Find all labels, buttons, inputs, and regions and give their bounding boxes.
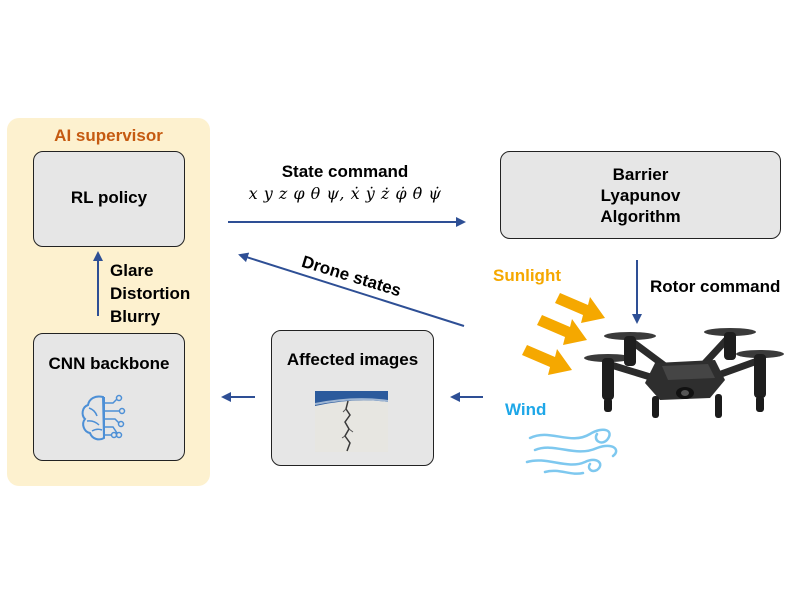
affected-images-label: Affected images — [286, 350, 419, 369]
barrier-lyapunov-box — [500, 151, 781, 239]
image-artifacts-list: Glare Distortion Blurry — [110, 259, 190, 328]
ai-supervisor-title: AI supervisor — [54, 126, 163, 145]
barrier-line-1: Barrier — [612, 165, 669, 184]
state-command-label: State command — [281, 162, 409, 181]
cnn-backbone-box — [33, 333, 185, 461]
sunlight-rays-icon — [522, 293, 605, 375]
barrier-line-3: Algorithm — [600, 207, 681, 226]
artifact-distortion: Distortion — [110, 284, 191, 303]
quadcopter-drone-icon — [584, 328, 784, 418]
rl-policy-label: RL policy — [70, 188, 148, 207]
rotor-command-label: Rotor command — [650, 277, 781, 296]
sunlight-label: Sunlight — [493, 266, 561, 285]
brain-circuit-icon — [81, 394, 126, 441]
drone-states-label: Drone states — [299, 252, 404, 301]
barrier-line-2: Lyapunov — [600, 186, 681, 205]
artifact-blurry: Blurry — [110, 307, 161, 326]
wind-label: Wind — [505, 400, 547, 419]
wind-swirl-icon — [525, 428, 618, 475]
rl-policy-box — [33, 151, 185, 247]
artifact-glare: Glare — [110, 261, 154, 280]
affected-image-photo — [315, 391, 388, 452]
state-variables: x y z φ θ ψ, ẋ ẏ ż φ̇ θ̇ ψ̇ — [248, 184, 442, 203]
barrier-lyapunov-label: Barrier Lyapunov Algorithm — [500, 164, 781, 227]
cnn-backbone-label: CNN backbone — [48, 354, 170, 373]
